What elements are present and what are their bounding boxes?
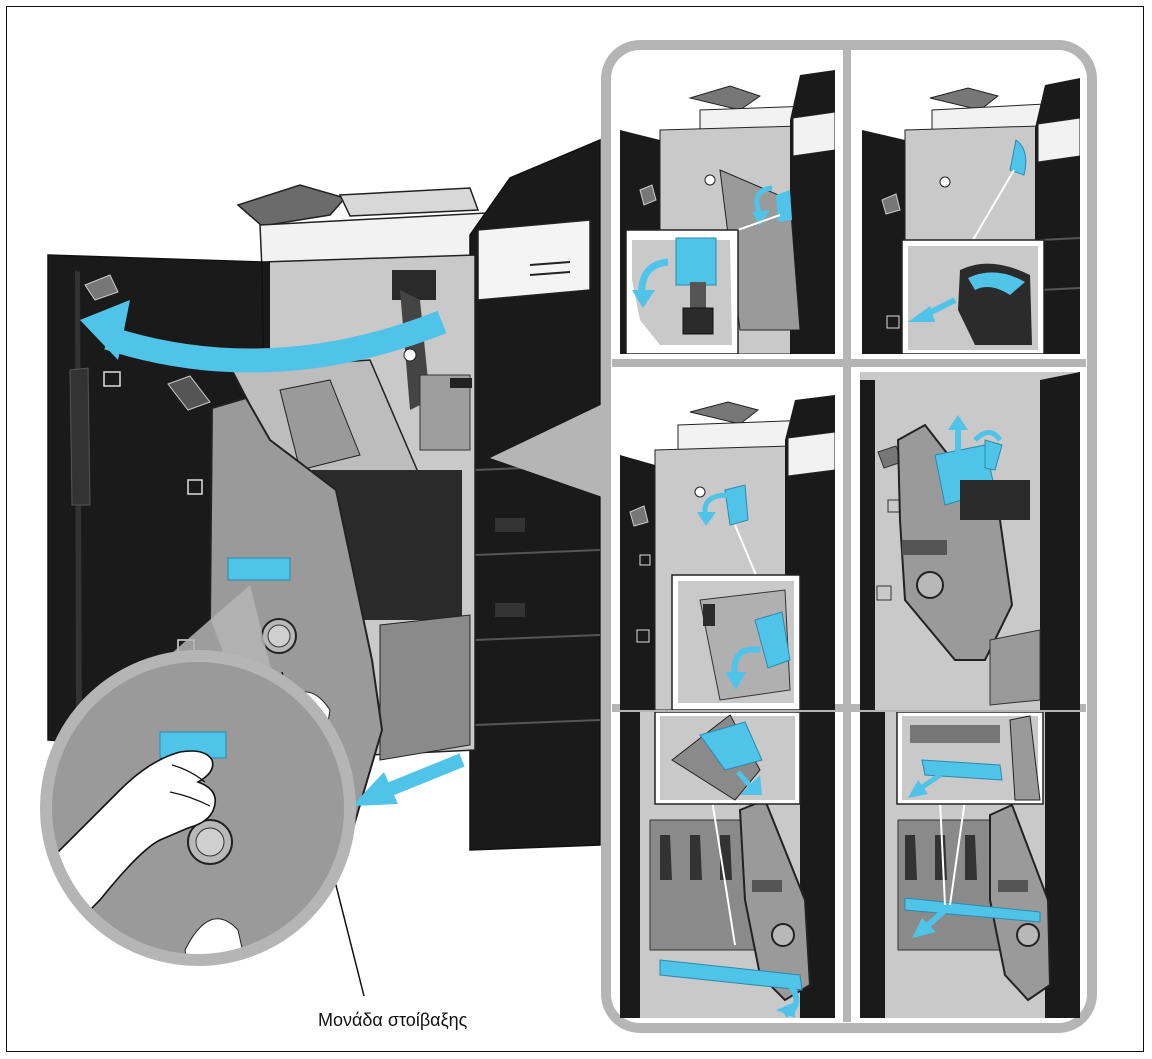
step-6-panel (860, 712, 1080, 1018)
stapling-unit-label: Μονάδα στοίβαξης (318, 1010, 467, 1031)
step-5-panel (620, 712, 835, 1018)
magnifier-hand-detail (40, 650, 360, 980)
step-4-panel (860, 372, 1080, 710)
